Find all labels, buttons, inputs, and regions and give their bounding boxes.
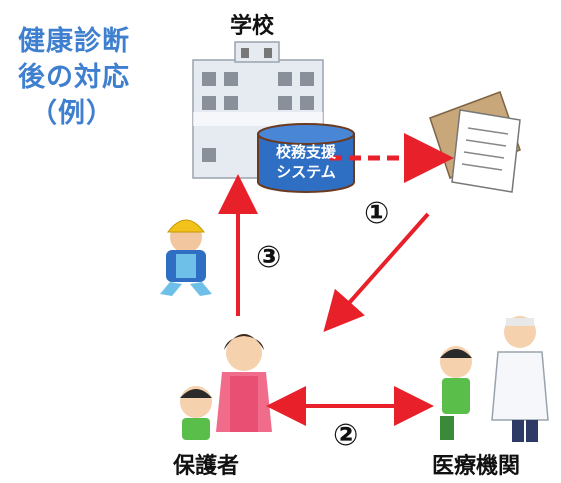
system-database-icon [257,123,355,193]
medical-label: 医療機関 [432,454,521,479]
school-label: 学校 [230,14,275,39]
arrow-step-1 [323,212,430,332]
step-1-label: ① [364,196,390,231]
step-2-label: ② [333,418,359,453]
system-label-line-2: システム [276,163,336,181]
guardian-label: 保護者 [173,454,240,479]
medical-institution-icon [440,316,549,442]
title-line-2: 後の対応 [18,62,130,93]
title-line-1: 健康診断 [18,26,130,57]
step-3-label: ③ [256,240,282,275]
document-envelope-icon [429,91,521,193]
diagram-title: 健康診断 後の対応 （例） [18,24,130,132]
title-line-3: （例） [30,98,114,129]
system-label-line-1: 校務支援 [275,143,336,161]
system-label: 校務支援 システム [258,142,354,182]
guardian-icon [180,334,272,440]
child-student-icon [160,219,212,296]
